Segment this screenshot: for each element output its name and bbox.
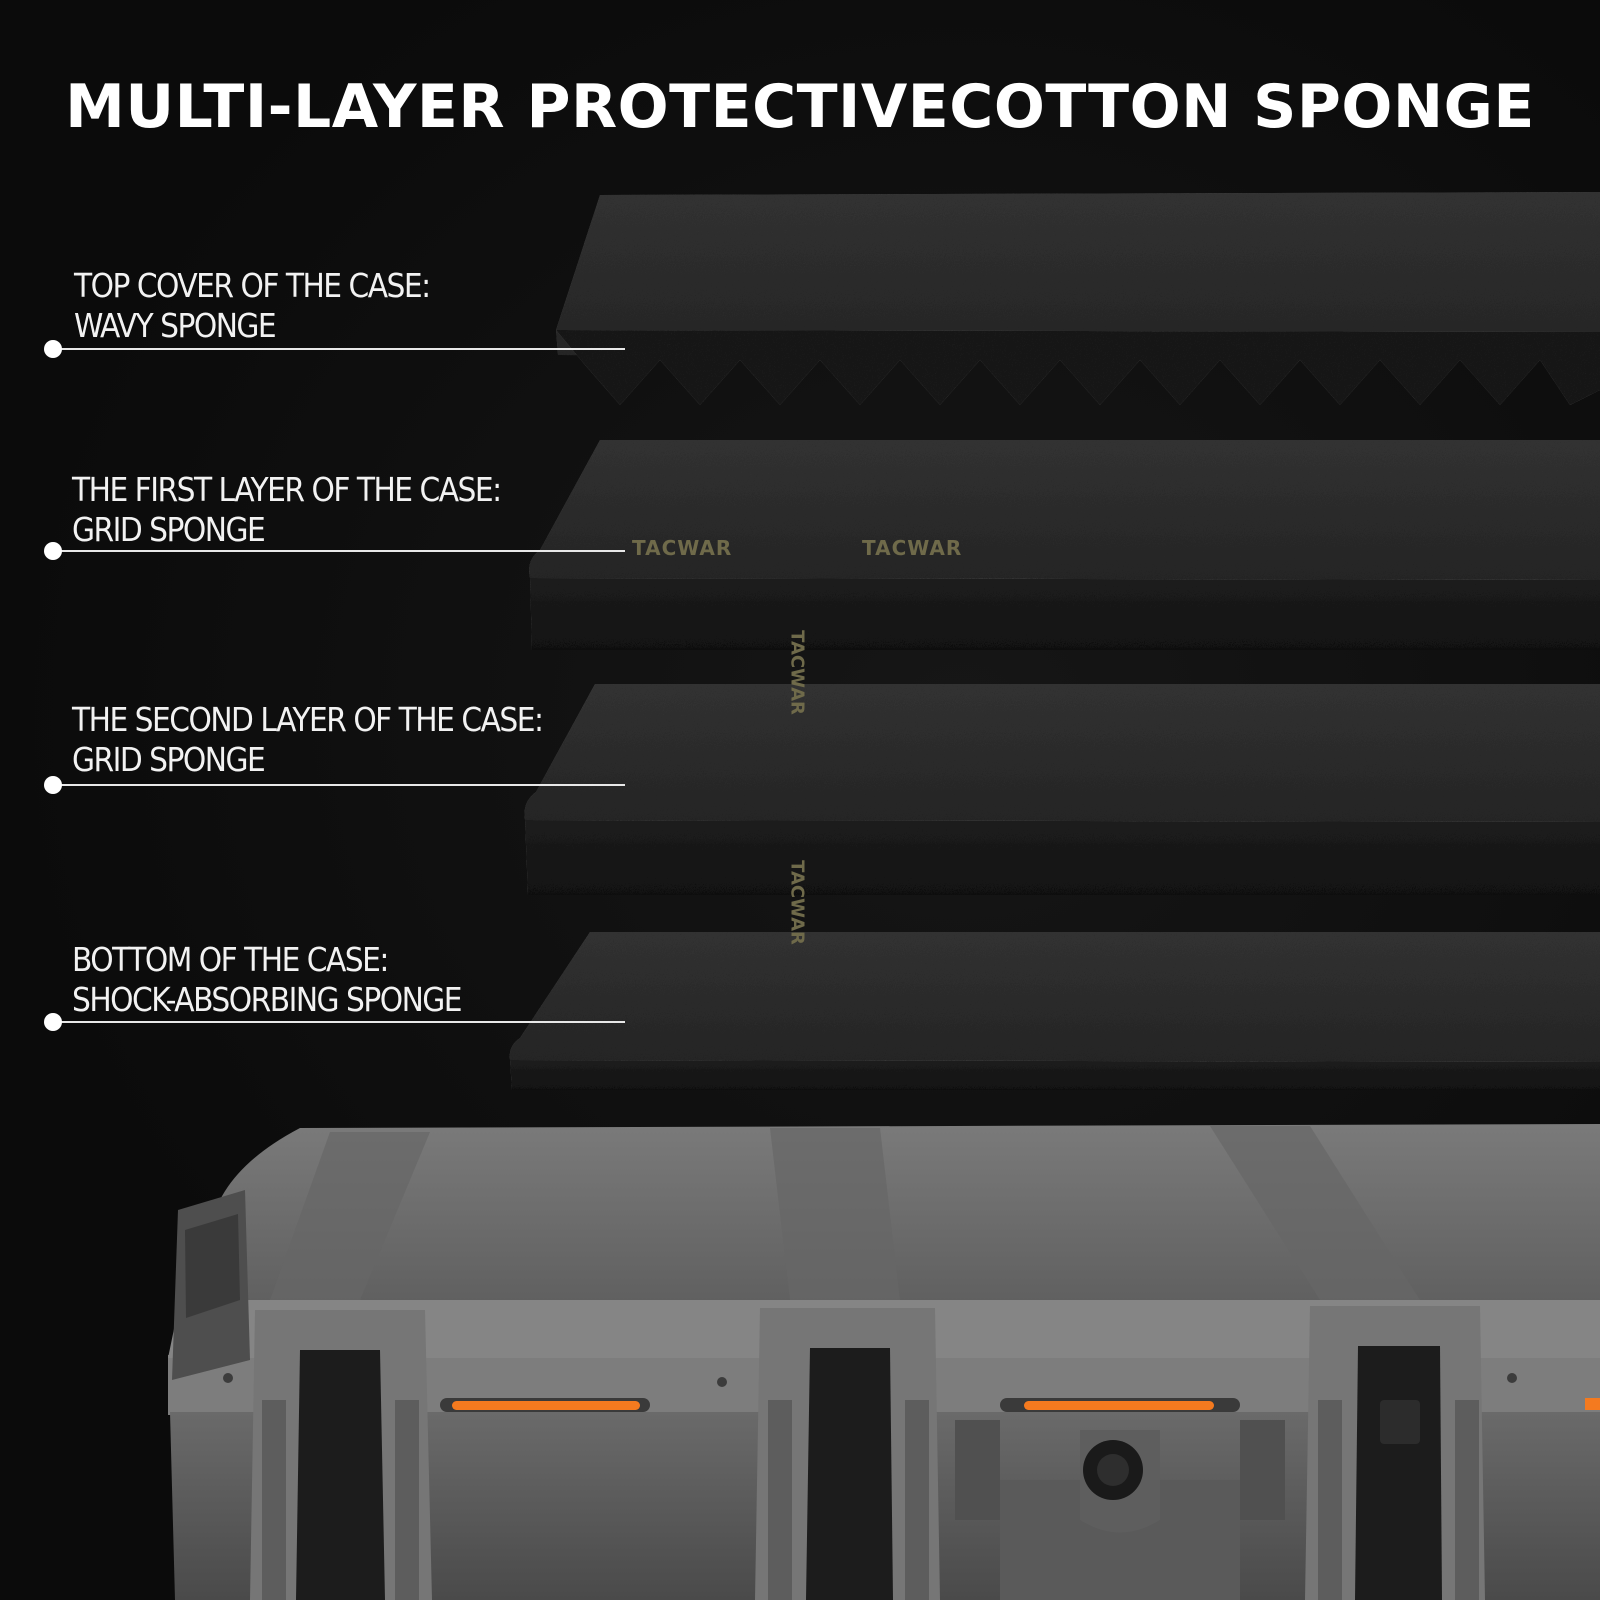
callout-title: BOTTOM OF THE CASE: (72, 940, 389, 979)
shock-absorbing-sponge (509, 932, 1600, 1090)
callout-detail: GRID SPONGE (72, 740, 266, 779)
callout-detail: WAVY SPONGE (74, 306, 277, 345)
callout-title: TOP COVER OF THE CASE: (74, 266, 431, 305)
callout-second-layer: THE SECOND LAYER OF THE CASE: GRID SPONG… (72, 700, 544, 780)
callout-bottom: BOTTOM OF THE CASE: SHOCK-ABSORBING SPON… (72, 940, 463, 1020)
leader-line (52, 550, 625, 552)
callout-title: THE FIRST LAYER OF THE CASE: (72, 470, 502, 509)
brand-mark: TACWAR (786, 630, 808, 715)
brand-mark: TACWAR (632, 536, 733, 560)
callout-dot (44, 542, 62, 560)
callout-detail: GRID SPONGE (72, 510, 266, 549)
callout-dot (44, 1013, 62, 1031)
callout-detail: SHOCK-ABSORBING SPONGE (72, 980, 463, 1019)
headline: MULTI-LAYER PROTECTIVECOTTON SPONGE (65, 72, 1535, 142)
callout-top-cover: TOP COVER OF THE CASE: WAVY SPONGE (74, 266, 431, 346)
wavy-sponge (556, 192, 1600, 405)
callout-first-layer: THE FIRST LAYER OF THE CASE: GRID SPONGE (72, 470, 502, 550)
first-grid-sponge (529, 440, 1600, 650)
hard-case (168, 1124, 1600, 1600)
callout-title: THE SECOND LAYER OF THE CASE: (72, 700, 544, 739)
leader-line (52, 1021, 625, 1023)
brand-mark: TACWAR (786, 860, 808, 945)
second-grid-sponge (524, 684, 1600, 895)
callout-dot (44, 340, 62, 358)
leader-line (52, 348, 625, 350)
leader-line (52, 784, 625, 786)
callout-dot (44, 776, 62, 794)
brand-mark: TACWAR (862, 536, 963, 560)
